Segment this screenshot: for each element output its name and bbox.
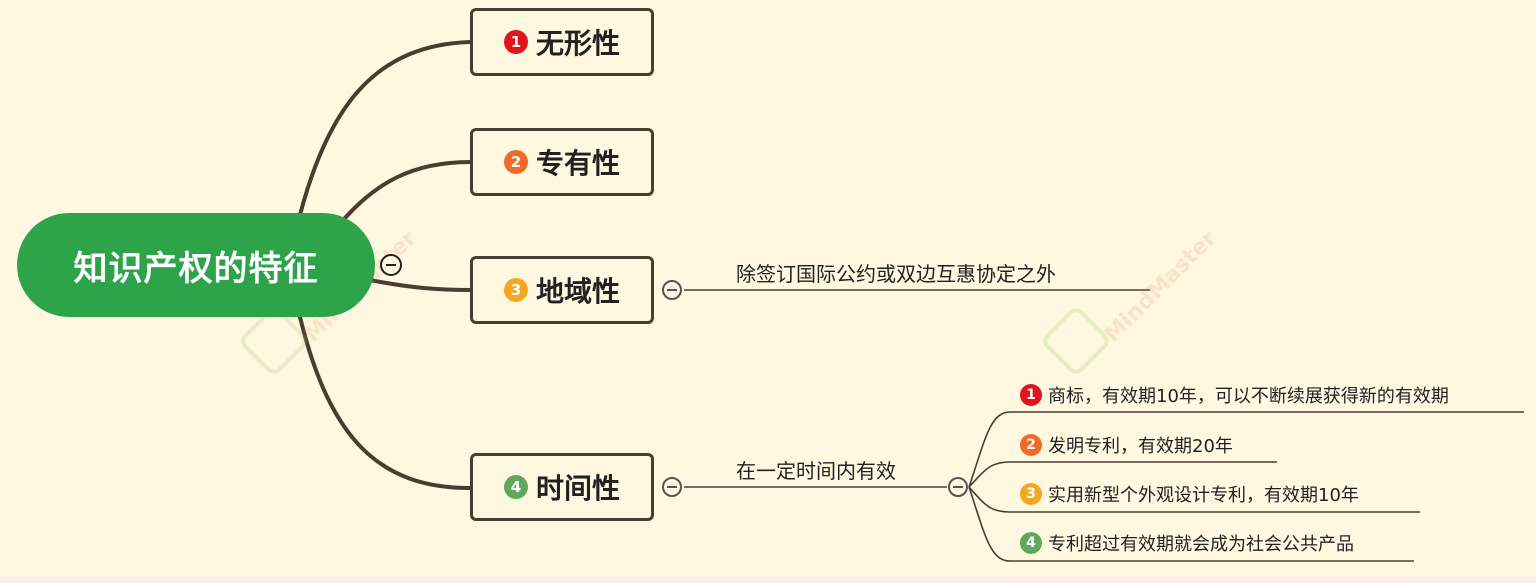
detail-badge-4: 4 (1020, 532, 1042, 554)
branch-node-4[interactable]: 4 时间性 (470, 453, 654, 521)
connector-branch-2 (343, 160, 472, 220)
branch-node-2[interactable]: 2 专有性 (470, 128, 654, 196)
detail-text-3: 实用新型个外观设计专利，有效期10年 (1048, 485, 1359, 506)
root-collapse-toggle[interactable] (380, 254, 402, 276)
detail-item-3[interactable]: 3 实用新型个外观设计专利，有效期10年 (1020, 481, 1359, 507)
detail-badge-2: 2 (1020, 434, 1042, 456)
branch-label-4: 时间性 (535, 472, 620, 505)
detail-text-2: 发明专利，有效期20年 (1048, 436, 1233, 457)
branch-node-1[interactable]: 1 无形性 (470, 8, 654, 76)
detail-text-1: 商标，有效期10年，可以不断续展获得新的有效期 (1048, 386, 1449, 407)
connector-branch-1 (298, 40, 472, 217)
connector-detail-2 (968, 461, 1277, 488)
detail-item-2[interactable]: 2 发明专利，有效期20年 (1020, 432, 1233, 458)
connector-branch-4 (298, 315, 472, 490)
note-branch-4: 在一定时间内有效 (736, 459, 896, 483)
connector-detail-1 (968, 411, 1524, 488)
root-node-label: 知识产权的特征 (73, 248, 319, 289)
number-badge-2: 2 (503, 150, 528, 174)
detail-badge-1: 1 (1020, 384, 1042, 406)
number-badge-1: 1 (503, 30, 528, 54)
connector-detail-3 (968, 486, 1420, 513)
connector-detail-4 (968, 486, 1414, 562)
branch-label-1: 无形性 (535, 27, 620, 60)
branch-label-2: 专有性 (535, 147, 620, 180)
branch-4-collapse-toggle[interactable] (662, 477, 682, 497)
branch-3-collapse-toggle[interactable] (662, 280, 682, 300)
detail-badge-3: 3 (1020, 483, 1042, 505)
root-node[interactable]: 知识产权的特征 (17, 213, 375, 317)
note-4-collapse-toggle[interactable] (948, 477, 968, 497)
bottom-strip (0, 576, 1536, 583)
detail-text-4: 专利超过有效期就会成为社会公共产品 (1048, 534, 1354, 555)
detail-item-1[interactable]: 1 商标，有效期10年，可以不断续展获得新的有效期 (1020, 382, 1449, 408)
branch-label-3: 地域性 (535, 275, 620, 308)
number-badge-4: 4 (503, 475, 528, 499)
branch-node-3[interactable]: 3 地域性 (470, 256, 654, 324)
detail-item-4[interactable]: 4 专利超过有效期就会成为社会公共产品 (1020, 530, 1354, 556)
connector-branch-3 (368, 278, 472, 292)
note-branch-3: 除签订国际公约或双边互惠协定之外 (736, 262, 1056, 286)
number-badge-3: 3 (503, 278, 528, 302)
